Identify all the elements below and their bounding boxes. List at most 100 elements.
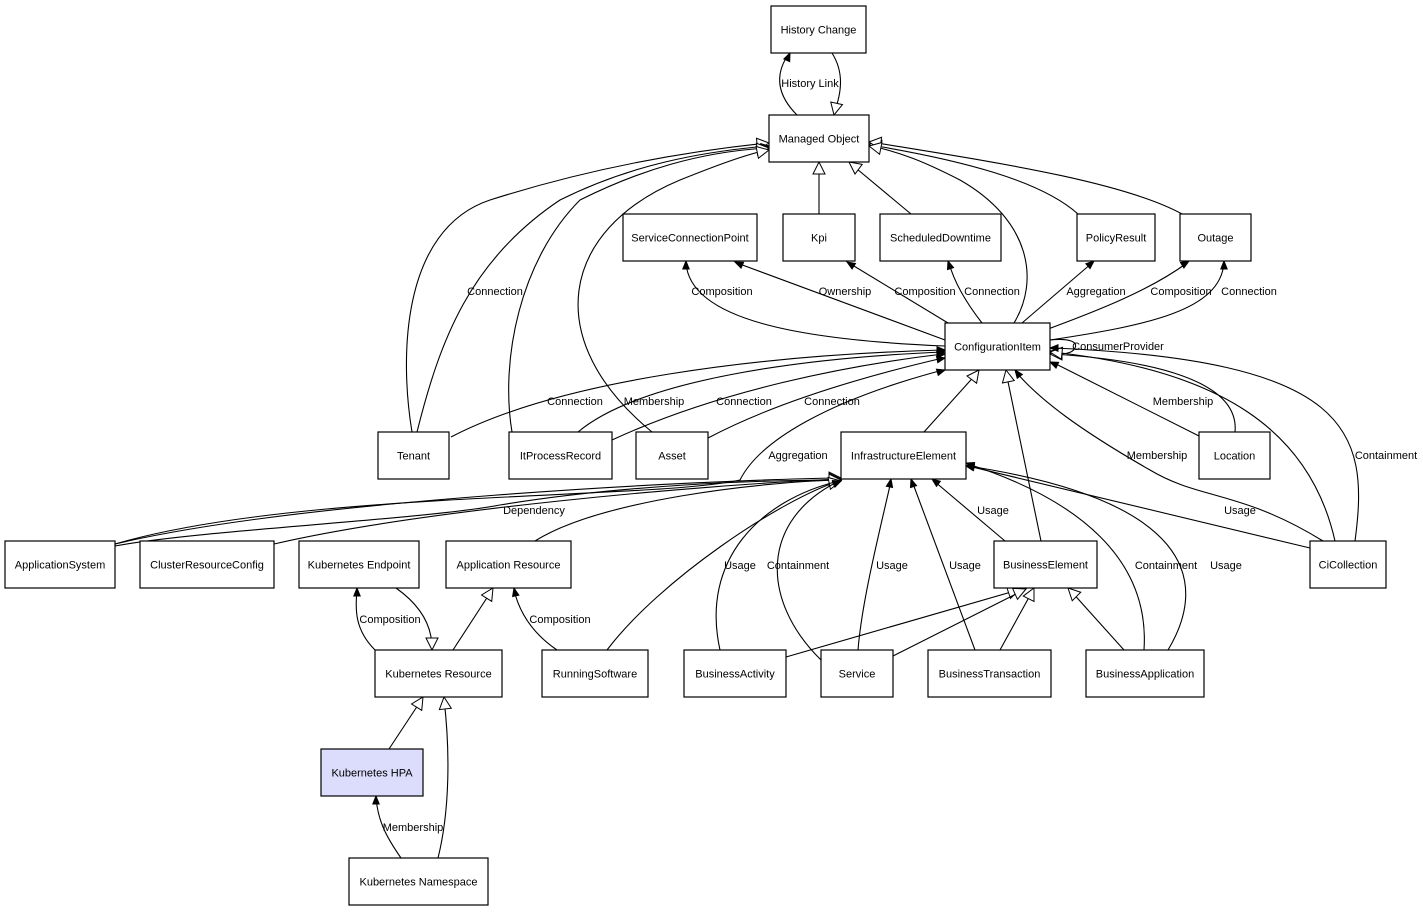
- node-box: [320, 748, 424, 797]
- hollow-arrowhead: [867, 141, 883, 156]
- node-cluster-resource-config[interactable]: ClusterResourceConfig: [139, 540, 275, 589]
- node-service[interactable]: Service: [820, 649, 894, 698]
- node-application-resource[interactable]: Application Resource: [445, 540, 572, 589]
- edge-line: [513, 589, 558, 651]
- edge-outage-to-managed-object: [867, 136, 1183, 215]
- node-location[interactable]: Location: [1198, 431, 1271, 480]
- hollow-arrowhead: [425, 637, 439, 652]
- edge-label: Usage: [1224, 505, 1256, 517]
- node-box: [298, 540, 420, 589]
- node-infrastructure-element[interactable]: InfrastructureElement: [840, 431, 967, 480]
- edge-line: [967, 465, 1311, 549]
- edge-line: [1015, 371, 1324, 542]
- edge-kubernetes-endpoint-to-kubernetes-resource: [395, 587, 439, 652]
- edge-line: [1051, 351, 1336, 542]
- node-kubernetes-hpa[interactable]: Kubernetes HPA: [320, 748, 424, 797]
- node-label: RunningSoftware: [553, 669, 637, 681]
- node-label: Kubernetes Resource: [385, 669, 491, 681]
- node-kubernetes-endpoint[interactable]: Kubernetes Endpoint: [298, 540, 420, 589]
- edge-label: Aggregation: [768, 450, 827, 462]
- filled-arrowhead: [682, 259, 690, 270]
- node-scheduled-downtime[interactable]: ScheduledDowntime: [879, 213, 1002, 262]
- edge-line: [534, 479, 840, 542]
- node-box: [622, 213, 758, 262]
- node-label: Asset: [658, 451, 686, 463]
- filled-arrowhead: [1220, 259, 1228, 270]
- node-box: [377, 431, 450, 480]
- edge-running-software-to-application-resource: Composition: [511, 586, 591, 651]
- node-configuration-item[interactable]: ConfigurationItem: [944, 322, 1051, 371]
- edge-line: [452, 589, 493, 651]
- node-label: CiCollection: [1319, 560, 1378, 572]
- edge-history-change-to-managed-object: [830, 52, 844, 117]
- edge-line: [1069, 589, 1125, 651]
- edge-configuration-item-to-service-connection-point: Ownership: [733, 261, 946, 341]
- node-label: PolicyResult: [1086, 233, 1147, 245]
- node-asset[interactable]: Asset: [635, 431, 709, 480]
- node-business-activity[interactable]: BusinessActivity: [683, 649, 787, 698]
- node-kubernetes-namespace[interactable]: Kubernetes Namespace: [348, 857, 489, 906]
- edge-line: [114, 479, 840, 547]
- node-label: ItProcessRecord: [520, 451, 601, 463]
- hollow-arrowhead: [830, 101, 844, 117]
- edge-line: [1021, 262, 1093, 324]
- node-kpi[interactable]: Kpi: [782, 213, 856, 262]
- node-label: Kubernetes Endpoint: [308, 560, 411, 572]
- node-box: [374, 649, 503, 698]
- edge-label: Connection: [467, 286, 523, 298]
- node-application-system[interactable]: ApplicationSystem: [4, 540, 116, 589]
- node-label: Service: [839, 669, 876, 681]
- node-label: History Change: [781, 25, 857, 37]
- node-label: Outage: [1197, 233, 1233, 245]
- edge-line: [437, 698, 449, 859]
- node-it-process-record[interactable]: ItProcessRecord: [508, 431, 613, 480]
- node-label: Kubernetes Namespace: [359, 877, 477, 889]
- edge-it-process-record-to-configuration-item: Membership: [577, 348, 947, 433]
- edge-label: Containment: [1135, 560, 1197, 572]
- edge-label: Composition: [691, 286, 752, 298]
- node-box: [508, 431, 613, 480]
- edge-business-activity-to-business-element: [785, 586, 1022, 658]
- edge-label: Dependency: [503, 505, 565, 517]
- edge-kubernetes-namespace-to-kubernetes-hpa: Membership: [372, 794, 444, 859]
- node-ci-collection[interactable]: CiCollection: [1309, 540, 1387, 589]
- filled-arrowhead: [930, 478, 942, 488]
- node-business-element[interactable]: BusinessElement: [993, 540, 1098, 589]
- edge-configuration-item-to-service-connection-point: Composition: [682, 259, 946, 347]
- filled-arrowhead: [845, 261, 857, 270]
- node-policy-result[interactable]: PolicyResult: [1076, 213, 1156, 262]
- edge-line: [273, 478, 840, 545]
- edge-business-element-to-configuration-item: [1001, 368, 1042, 542]
- edge-asset-to-managed-object: [577, 145, 771, 433]
- node-box: [683, 649, 787, 698]
- edge-business-element-to-infrastructure-element: Usage: [930, 478, 1009, 542]
- edge-application-resource-to-infrastructure-element: [534, 473, 843, 542]
- node-box: [139, 540, 275, 589]
- edge-line: [785, 589, 1019, 658]
- edge-application-system-to-configuration-item: Aggregation: [114, 368, 947, 545]
- node-label: Kpi: [811, 233, 827, 245]
- edge-line: [450, 349, 944, 438]
- filled-arrowhead: [1048, 344, 1059, 352]
- edge-line: [114, 477, 840, 545]
- edge-application-system-to-infrastructure-element: Dependency: [114, 476, 843, 547]
- edge-line: [948, 262, 983, 324]
- node-service-connection-point[interactable]: ServiceConnectionPoint: [622, 213, 758, 262]
- node-business-transaction[interactable]: BusinessTransaction: [927, 649, 1052, 698]
- edge-label: Connection: [547, 396, 603, 408]
- node-label: ScheduledDowntime: [890, 233, 991, 245]
- node-history-change[interactable]: History Change: [770, 5, 867, 54]
- node-tenant[interactable]: Tenant: [377, 431, 450, 480]
- edge-line: [1005, 371, 1042, 542]
- edge-line: [1051, 347, 1360, 542]
- node-managed-object[interactable]: Managed Object: [768, 114, 870, 163]
- node-box: [4, 540, 116, 589]
- edge-configuration-item-to-kpi: Composition: [845, 261, 956, 324]
- node-kubernetes-resource[interactable]: Kubernetes Resource: [374, 649, 503, 698]
- node-business-application[interactable]: BusinessApplication: [1085, 649, 1205, 698]
- node-running-software[interactable]: RunningSoftware: [541, 649, 649, 698]
- edge-label: Membership: [383, 822, 444, 834]
- edge-line: [606, 480, 840, 651]
- node-outage[interactable]: Outage: [1179, 213, 1252, 262]
